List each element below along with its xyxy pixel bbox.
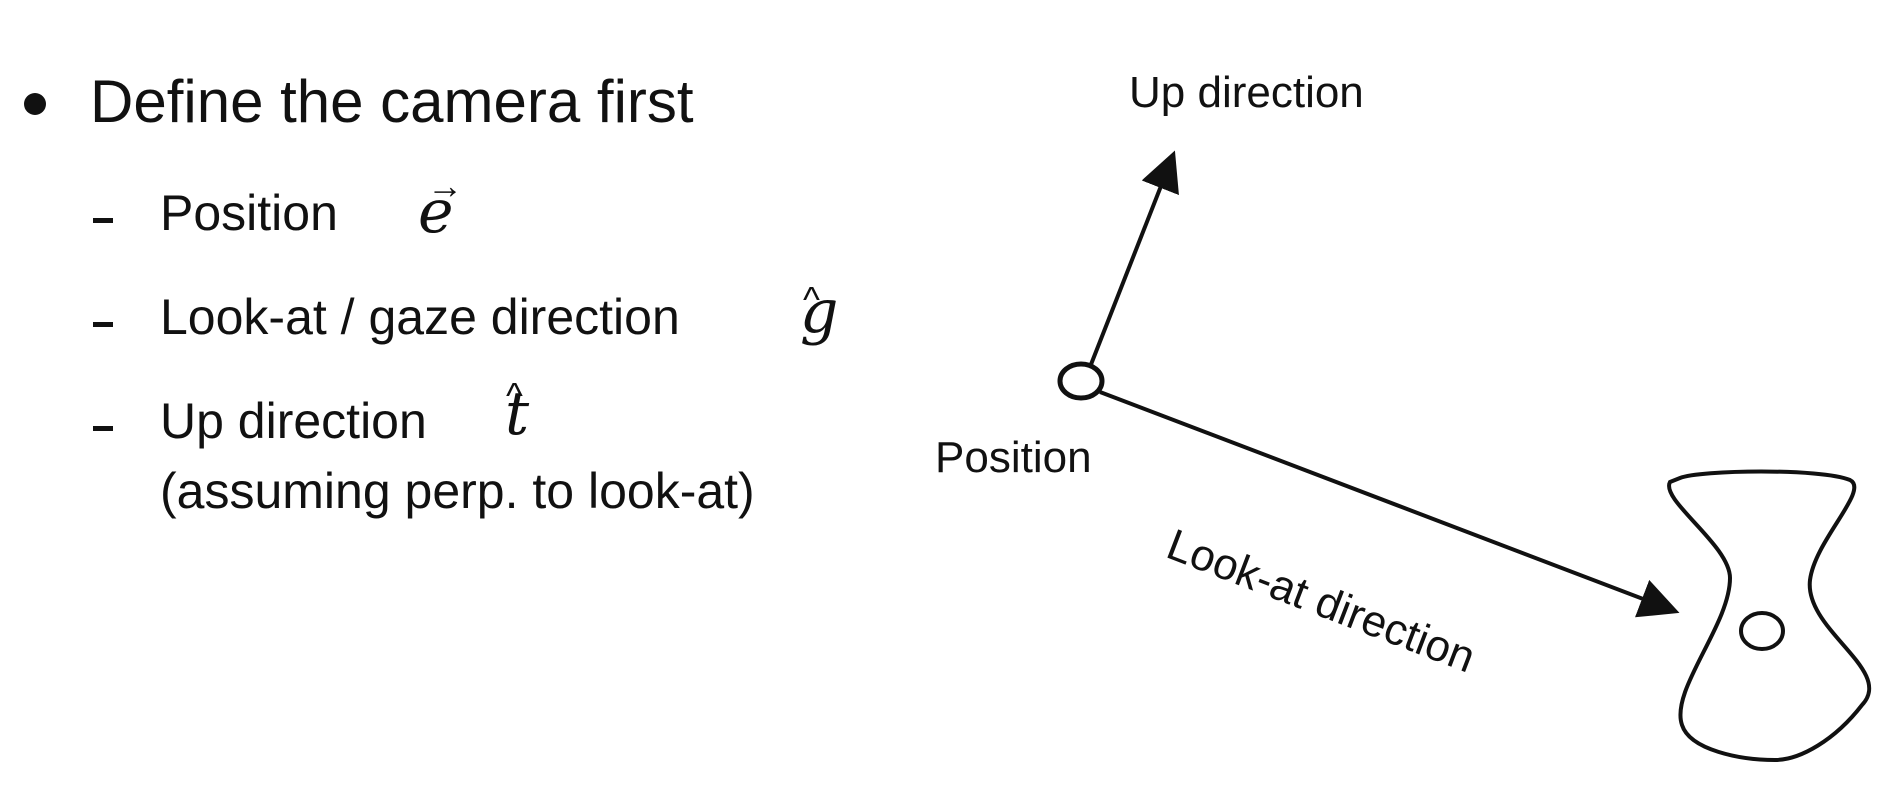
heading: Define the camera first <box>90 68 694 135</box>
item-gaze-label: Look-at / gaze direction <box>160 289 680 345</box>
target-object-hole-icon <box>1739 611 1785 651</box>
dash-icon <box>93 218 113 223</box>
position-label: Position <box>935 433 1092 482</box>
hat-accent: ^ <box>803 279 820 320</box>
target-object-icon <box>1667 469 1872 763</box>
up-direction-label: Up direction <box>1129 68 1364 117</box>
up-direction-arrow <box>1088 150 1179 368</box>
lookat-direction-arrow <box>1099 390 1680 618</box>
item-up-note: (assuming perp. to look-at) <box>160 463 755 519</box>
vector-arrow-accent: → <box>427 165 463 206</box>
camera-position-icon <box>1057 361 1105 401</box>
math-symbol-g: g <box>800 277 839 347</box>
bullet-dot-icon <box>24 93 46 115</box>
math-symbol-e: e <box>418 177 454 247</box>
item-up-label: Up direction <box>160 393 427 449</box>
item-position-label: Position <box>160 185 338 241</box>
dash-icon <box>93 426 113 431</box>
math-symbol-t: t <box>505 379 530 449</box>
dash-icon <box>93 322 113 327</box>
hat-accent: ^ <box>506 375 523 416</box>
